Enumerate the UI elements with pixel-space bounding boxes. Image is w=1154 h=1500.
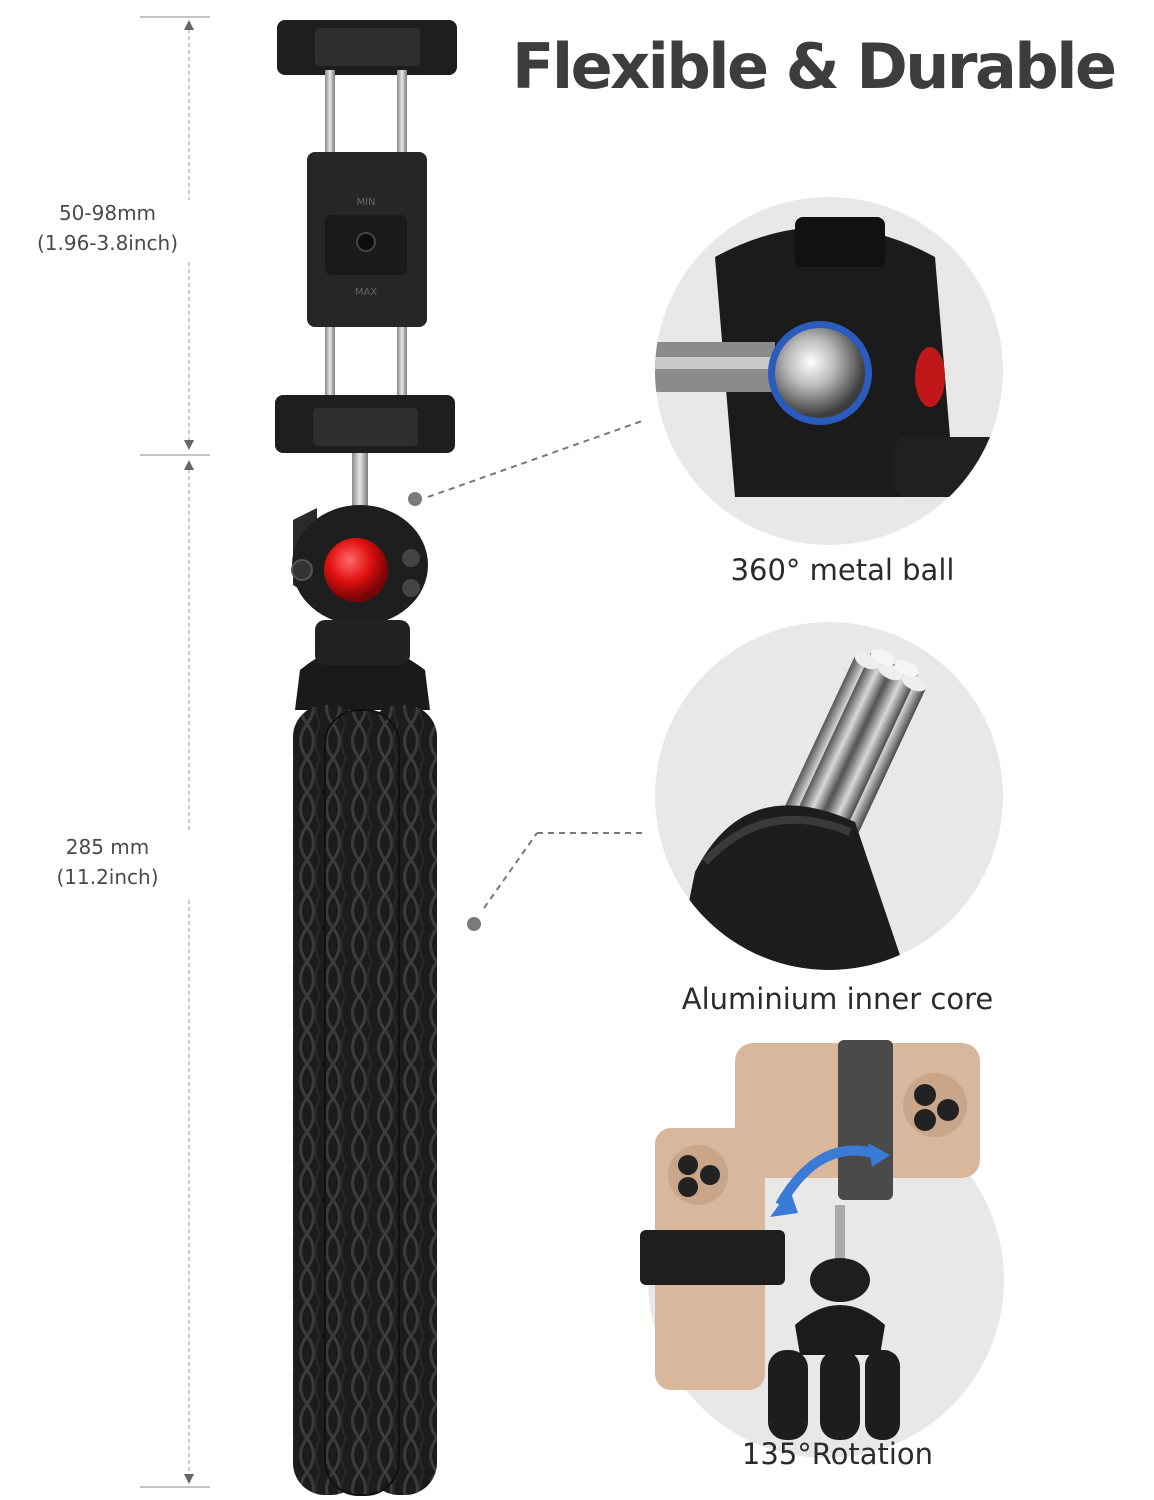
aluminium-core-caption: Aluminium inner core (681, 982, 994, 1016)
max-marking: MAX (355, 287, 377, 298)
dimension-lines (140, 16, 210, 1488)
rotation-demo (640, 1040, 980, 1440)
aluminium-core-closeup (655, 622, 1003, 970)
metal-ball-caption: 360° metal ball (730, 553, 955, 587)
height-mm: 285 mm (65, 835, 150, 859)
metal-ball-closeup (655, 197, 1003, 545)
height-label: 285 mm (11.2inch) (20, 832, 195, 892)
tripod-illustration: MIN MAX (275, 20, 457, 1496)
holder-range-inch: (1.96-3.8inch) (36, 231, 179, 255)
min-marking: MIN (356, 197, 375, 208)
height-inch: (11.2inch) (56, 865, 159, 889)
holder-range-label: 50-98mm (1.96-3.8inch) (20, 198, 195, 258)
holder-range-mm: 50-98mm (58, 201, 157, 225)
callout-connectors (408, 419, 646, 931)
rotation-caption: 135°Rotation (741, 1437, 934, 1471)
page-title: Flexible & Durable (512, 30, 1117, 103)
